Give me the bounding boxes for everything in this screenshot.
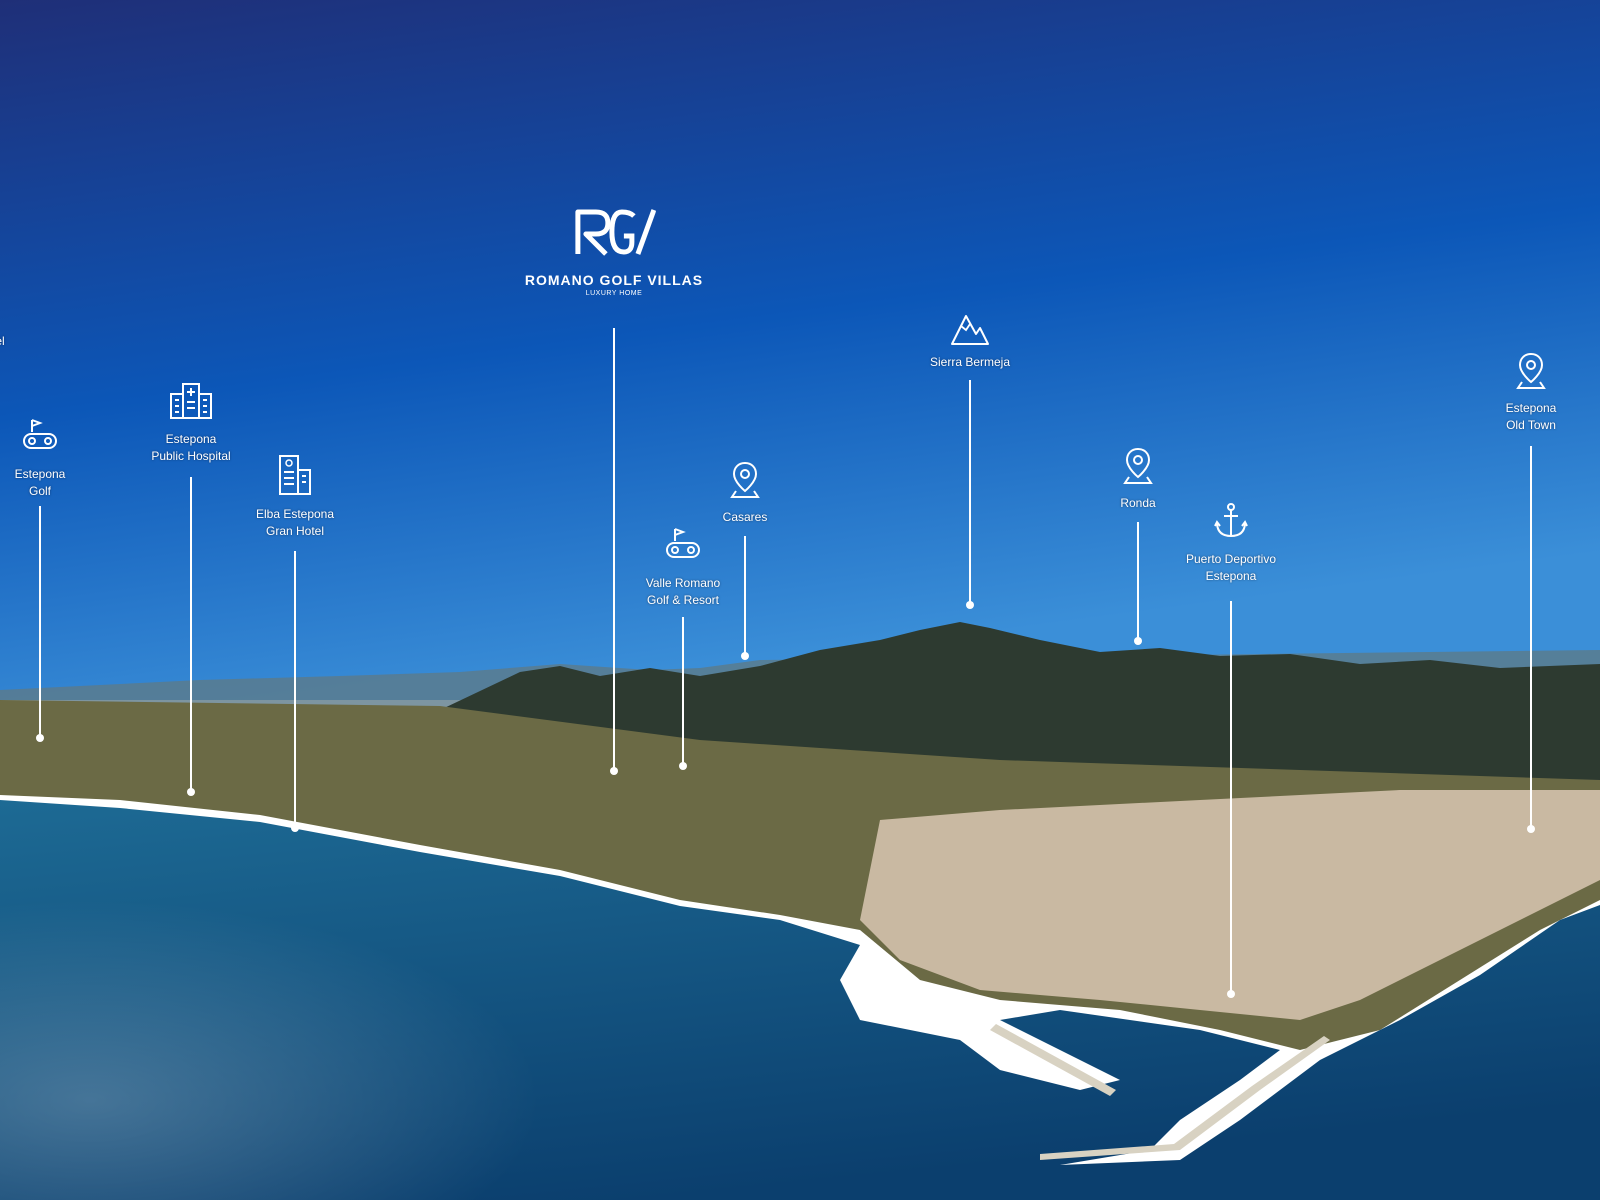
golf-cart-icon xyxy=(20,418,60,459)
poi-leader-line xyxy=(1230,601,1232,994)
poi-label: Estepona Golf xyxy=(14,467,66,498)
poi-label: Elba Estepona Gran Hotel xyxy=(255,507,335,538)
poi-leader-line xyxy=(969,380,971,605)
poi-leader-line xyxy=(744,536,746,656)
poi-label: Puerto Deportivo Estepona xyxy=(1185,552,1277,583)
poi-leader-line xyxy=(1137,522,1139,641)
poi-leader-line xyxy=(682,617,684,766)
poi-leader-line xyxy=(1530,446,1532,829)
brand-name: ROMANO GOLF VILLAS xyxy=(524,272,704,288)
map-pin-icon xyxy=(730,461,760,504)
poi-location-dot xyxy=(36,734,44,742)
poi-leader-line xyxy=(190,477,192,792)
poi-location-dot xyxy=(610,767,618,775)
map-pin-icon xyxy=(1123,447,1153,490)
poi-location-dot xyxy=(679,762,687,770)
poi-label: Valle Romano Golf & Resort xyxy=(645,576,721,607)
poi-location-dot xyxy=(291,824,299,832)
poi-location-dot xyxy=(1527,825,1535,833)
poi-label: Sierra Bermeja xyxy=(929,355,1011,369)
romano-golf-villas-logo: ROMANO GOLF VILLAS LUXURY HOME xyxy=(525,206,703,297)
poi-label: Estepona Old Town xyxy=(1505,401,1557,432)
poi-location-dot xyxy=(187,788,195,796)
poi-label: Ronda xyxy=(1120,496,1156,510)
golf-cart-icon xyxy=(663,527,703,568)
harbour-pier xyxy=(990,1024,1116,1096)
hospital-building-icon xyxy=(169,382,213,425)
poi-label: Casares xyxy=(722,510,768,524)
rgv-monogram-icon xyxy=(575,209,656,256)
sea-glare xyxy=(0,800,900,1200)
poi-leader-line xyxy=(39,506,41,738)
mountain-icon xyxy=(950,312,990,351)
poi-location-dot xyxy=(741,652,749,660)
poi-label: Estepona Public Hospital xyxy=(151,432,231,463)
poi-location-dot xyxy=(1134,637,1142,645)
poi-location-dot xyxy=(966,601,974,609)
poi-leader-line xyxy=(613,328,615,771)
sky xyxy=(0,0,1600,700)
poi-leader-line xyxy=(294,551,296,828)
brand-tagline: LUXURY HOME xyxy=(585,290,643,297)
poi-location-dot xyxy=(1227,990,1235,998)
anchor-icon xyxy=(1214,502,1248,545)
hotel-building-icon xyxy=(276,454,314,501)
map-pin-icon xyxy=(1516,352,1546,395)
